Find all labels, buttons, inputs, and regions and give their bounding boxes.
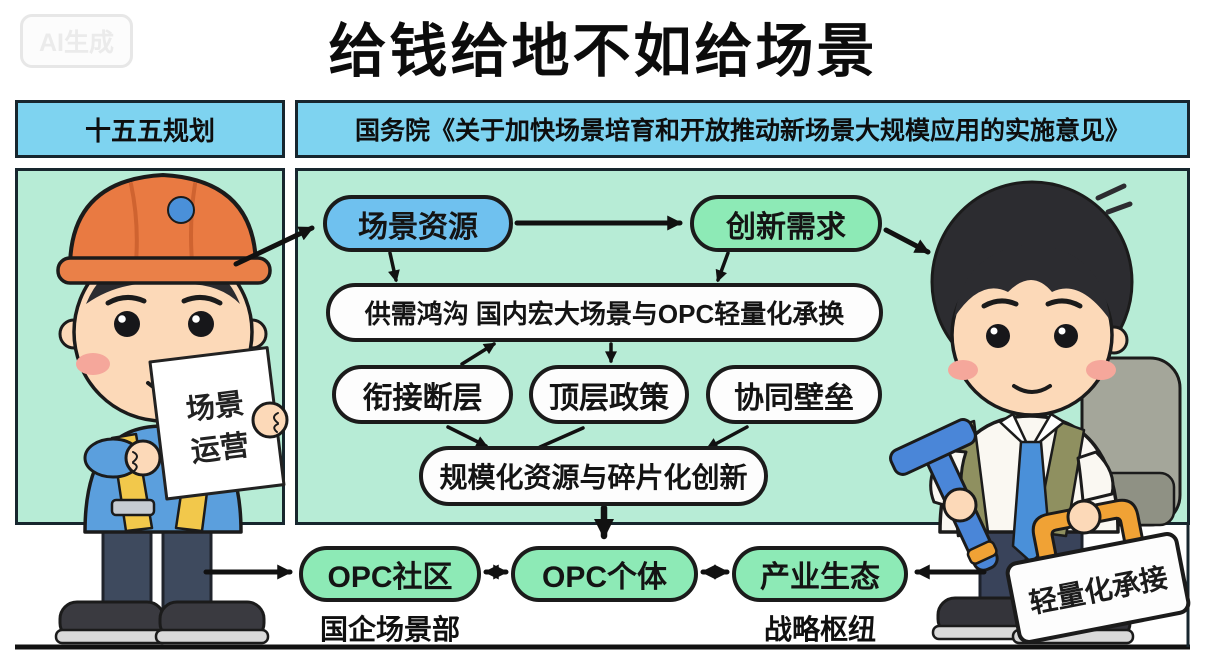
worker-shoe bbox=[158, 600, 266, 642]
worker-shoe-sole bbox=[154, 628, 270, 645]
engineer-leg bbox=[978, 516, 1028, 620]
caption-opc-community-dept: 国企场景部 bbox=[319, 614, 460, 645]
engineer-shoe bbox=[936, 596, 1046, 638]
engineer-leg bbox=[1034, 516, 1084, 620]
left-character-panel bbox=[15, 168, 285, 525]
node-link-fault: 衔接断层 bbox=[332, 365, 513, 424]
header-state-council-doc: 国务院《关于加快场景培育和开放推动新场景大规模应用的实施意见》 bbox=[295, 100, 1190, 158]
worker-shoe-sole bbox=[54, 628, 170, 645]
node-opc-individual: OPC个体 bbox=[511, 546, 698, 602]
toolbox-body bbox=[1005, 532, 1191, 644]
engineer-shoe-sole bbox=[1011, 628, 1135, 645]
node-top-policy: 顶层政策 bbox=[529, 365, 689, 424]
node-industry-ecology: 产业生态 bbox=[732, 546, 908, 602]
toolbox-label: 轻量化承接 bbox=[1027, 562, 1170, 619]
node-scene-resources: 场景资源 bbox=[323, 195, 513, 252]
node-scale-vs-fragment: 规模化资源与碎片化创新 bbox=[419, 446, 768, 506]
ai-generated-badge: AI生成 bbox=[20, 14, 134, 68]
header-plan: 十五五规划 bbox=[15, 100, 285, 158]
node-innovation-demand: 创新需求 bbox=[690, 195, 882, 252]
node-opc-community: OPC社区 bbox=[299, 546, 481, 602]
page-title: 给钱给地不如给场景 bbox=[328, 19, 878, 84]
engineer-shoe-sole bbox=[931, 624, 1049, 641]
node-synergy-barrier: 协同壁垒 bbox=[706, 365, 882, 424]
engineer-shoe bbox=[1016, 600, 1132, 642]
worker-shoe bbox=[58, 600, 166, 642]
worker-leg bbox=[101, 513, 153, 617]
worker-leg bbox=[161, 513, 213, 617]
node-supply-demand-gap: 供需鸿沟 国内宏大场景与OPC轻量化承换 bbox=[326, 283, 883, 342]
caption-strategic-hub: 战略枢纽 bbox=[763, 614, 876, 645]
